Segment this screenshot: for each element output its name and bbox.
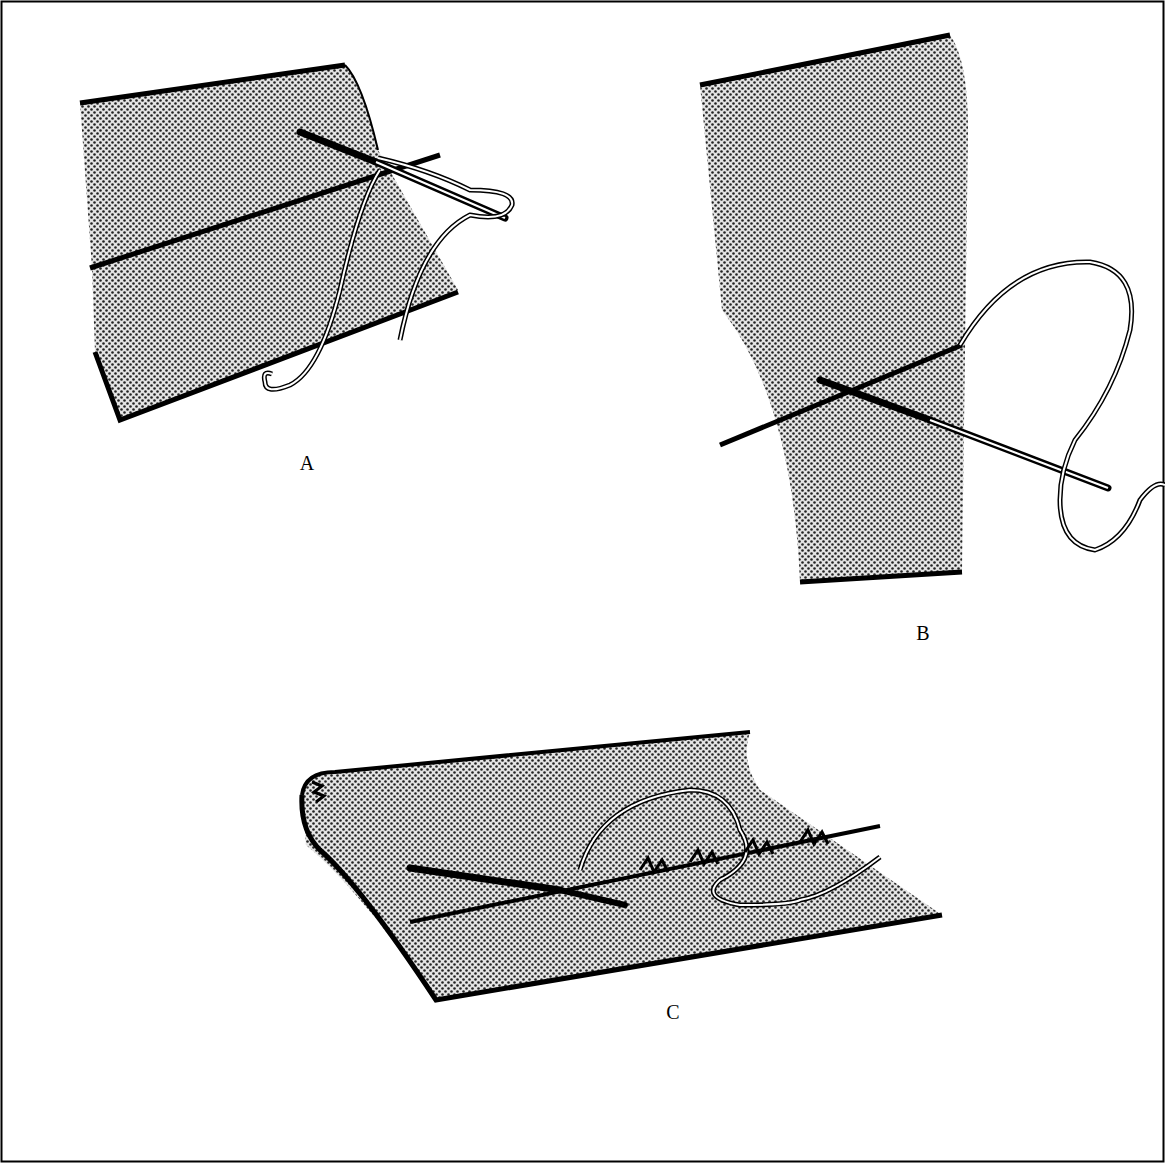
figure-letter-holder: A	[298, 452, 316, 475]
figure-b	[700, 35, 1165, 582]
figure-letter: A	[298, 452, 316, 475]
figure-a	[80, 65, 512, 420]
figure-letter-holder: B	[914, 622, 931, 645]
figure-c	[302, 732, 942, 1000]
figure-letter: C	[664, 1001, 681, 1024]
figure-letter-holder: C	[664, 1001, 681, 1024]
figure-letter: B	[914, 622, 931, 645]
